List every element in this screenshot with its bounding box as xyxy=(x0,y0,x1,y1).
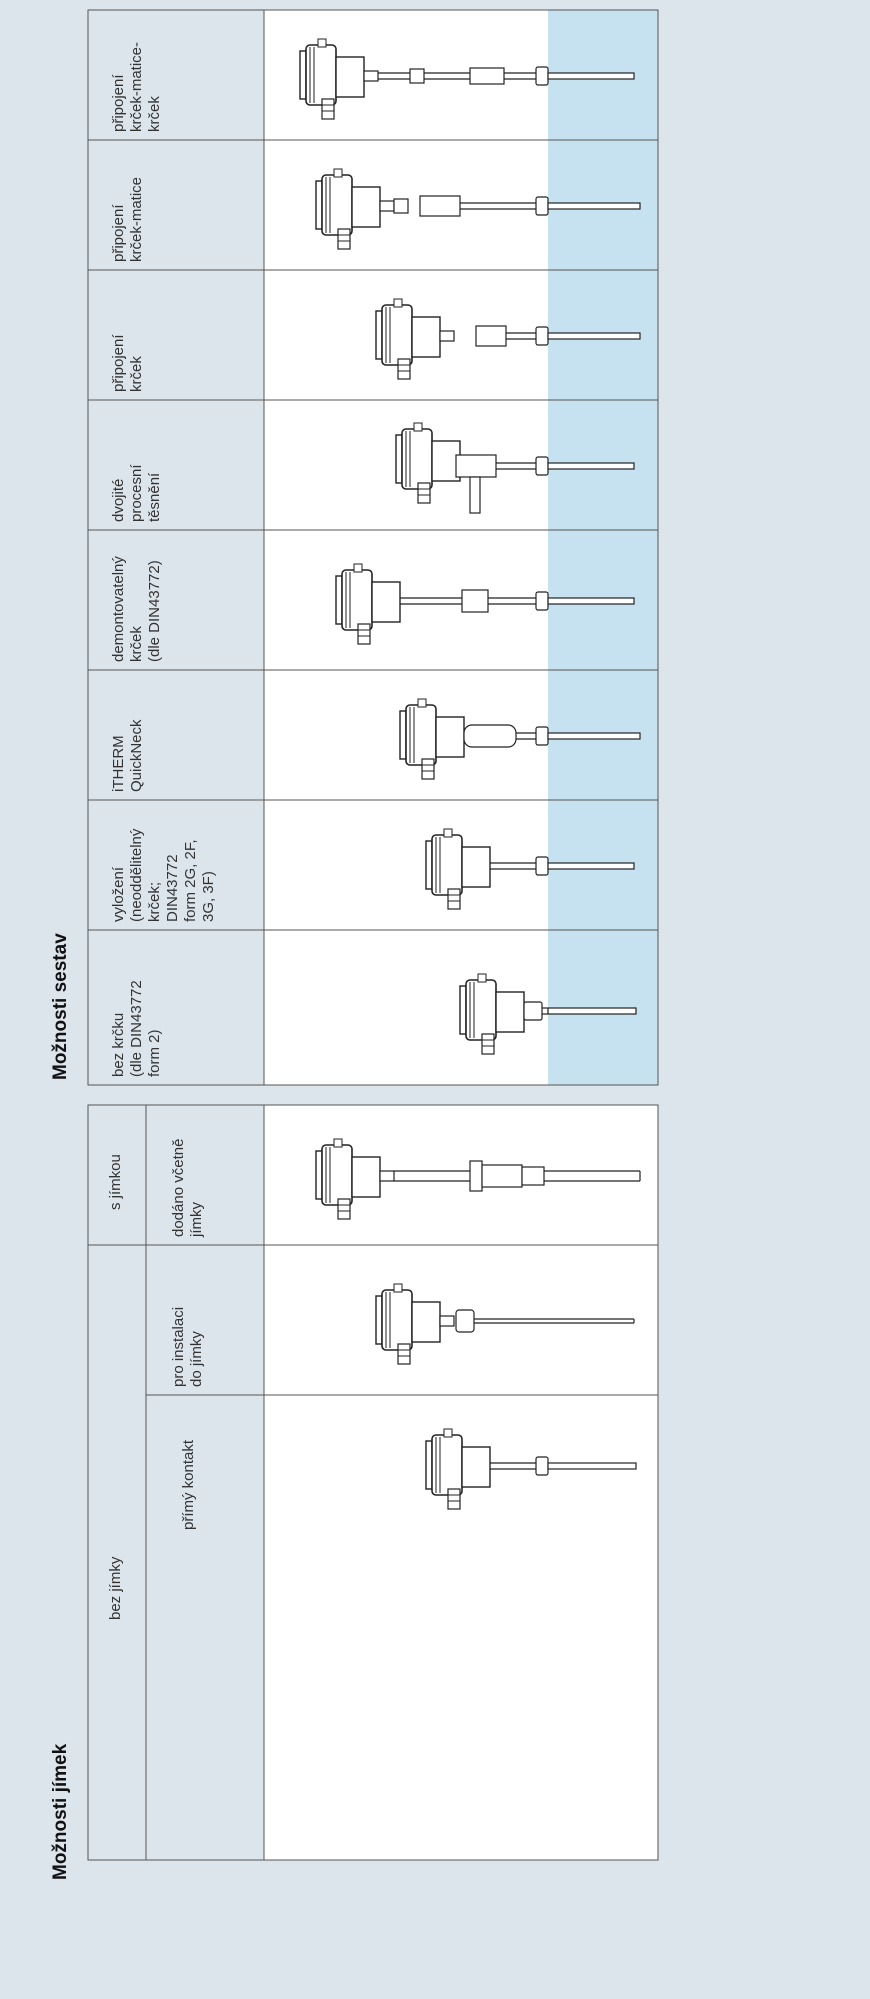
sestava-label: demontovatelný krček (dle DIN43772) xyxy=(110,556,163,662)
sensor-drawing xyxy=(375,1283,635,1365)
sestava-label: iTHERM QuickNeck xyxy=(110,719,145,792)
jimka-label: pro instalaci do jímky xyxy=(170,1306,205,1387)
sensor-drawing xyxy=(315,168,641,250)
group-label-bez-jimky: bez jímky xyxy=(107,1556,124,1620)
sensor-drawing xyxy=(395,422,635,514)
table-jimky xyxy=(87,1104,659,1861)
sestava-label: vyložení (neoddělitelný krček; DIN43772 … xyxy=(110,828,217,922)
sestava-label: dvojité procesní těsnění xyxy=(110,464,163,522)
sensor-drawing xyxy=(425,1428,637,1510)
sensor-drawing xyxy=(399,698,641,780)
table-sestavy xyxy=(87,9,659,1086)
sensor-drawing xyxy=(425,828,635,910)
sestava-label: připojení krček-matice xyxy=(110,176,145,262)
sestava-label: připojení krček-matice- krček xyxy=(110,41,163,132)
sensor-drawing xyxy=(459,973,637,1055)
group-label-s-jimkou: s jímkou xyxy=(107,1154,124,1210)
sensor-drawing xyxy=(335,563,635,645)
sensor-drawing xyxy=(299,38,635,120)
sestava-label: bez krčku (dle DIN43772 form 2) xyxy=(110,980,163,1077)
sestava-label: připojení krček xyxy=(110,334,145,392)
sensor-drawing xyxy=(375,298,641,380)
jimka-label: dodáno včetně jímky xyxy=(170,1138,205,1237)
jimka-label: přímý kontakt xyxy=(180,1439,197,1530)
sensor-drawing xyxy=(315,1138,641,1220)
